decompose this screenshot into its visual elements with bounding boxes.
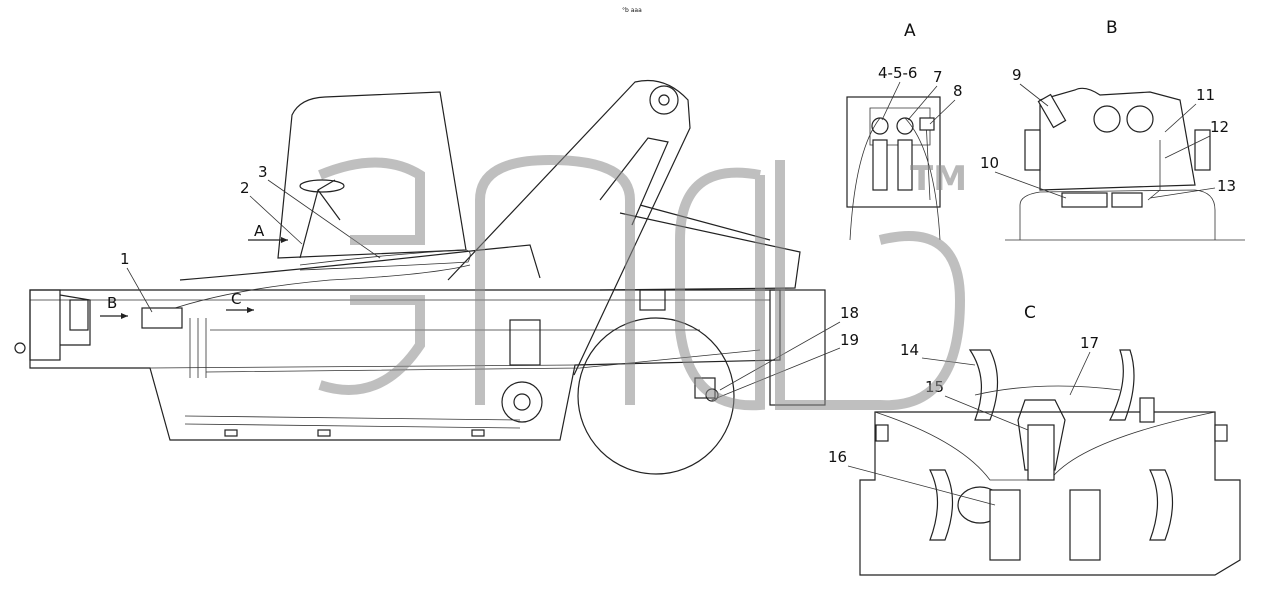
callout-4-5-6: 4-5-6: [878, 64, 917, 82]
callout-18: 18: [840, 304, 859, 322]
view-c-title: C: [1024, 303, 1036, 323]
callout-13: 13: [1217, 177, 1236, 195]
callout-11: 11: [1196, 86, 1215, 104]
view-b: B 9 10 11 12 13: [980, 18, 1245, 241]
callout-17: 17: [1080, 334, 1099, 352]
section-marker-b: B: [107, 294, 117, 312]
view-a: A 4-5-6 7 8: [846, 21, 963, 241]
view-a-title: A: [904, 21, 916, 41]
callout-7: 7: [933, 68, 943, 86]
view-b-title: B: [1106, 18, 1118, 38]
callout-14: 14: [900, 341, 919, 359]
callout-19: 19: [840, 331, 859, 349]
callout-1: 1: [120, 250, 130, 268]
main-callouts: 1 2 3 18 19: [120, 163, 859, 401]
view-c: C 14 15 16 17: [828, 303, 1241, 576]
callout-10: 10: [980, 154, 999, 172]
callout-9: 9: [1012, 66, 1022, 84]
callout-16: 16: [828, 448, 847, 466]
machine-side-view: [14, 79, 826, 475]
watermark-tm: TM: [910, 159, 967, 199]
callout-3: 3: [258, 163, 268, 181]
callout-12: 12: [1210, 118, 1229, 136]
section-marker-a: A: [254, 222, 265, 240]
section-markers: A B C: [100, 222, 288, 319]
callout-2: 2: [240, 179, 250, 197]
section-marker-c: C: [231, 290, 241, 308]
header-small-text: °b ааа: [622, 7, 642, 14]
callout-8: 8: [953, 82, 963, 100]
watermark-logo: TM: [318, 154, 967, 411]
